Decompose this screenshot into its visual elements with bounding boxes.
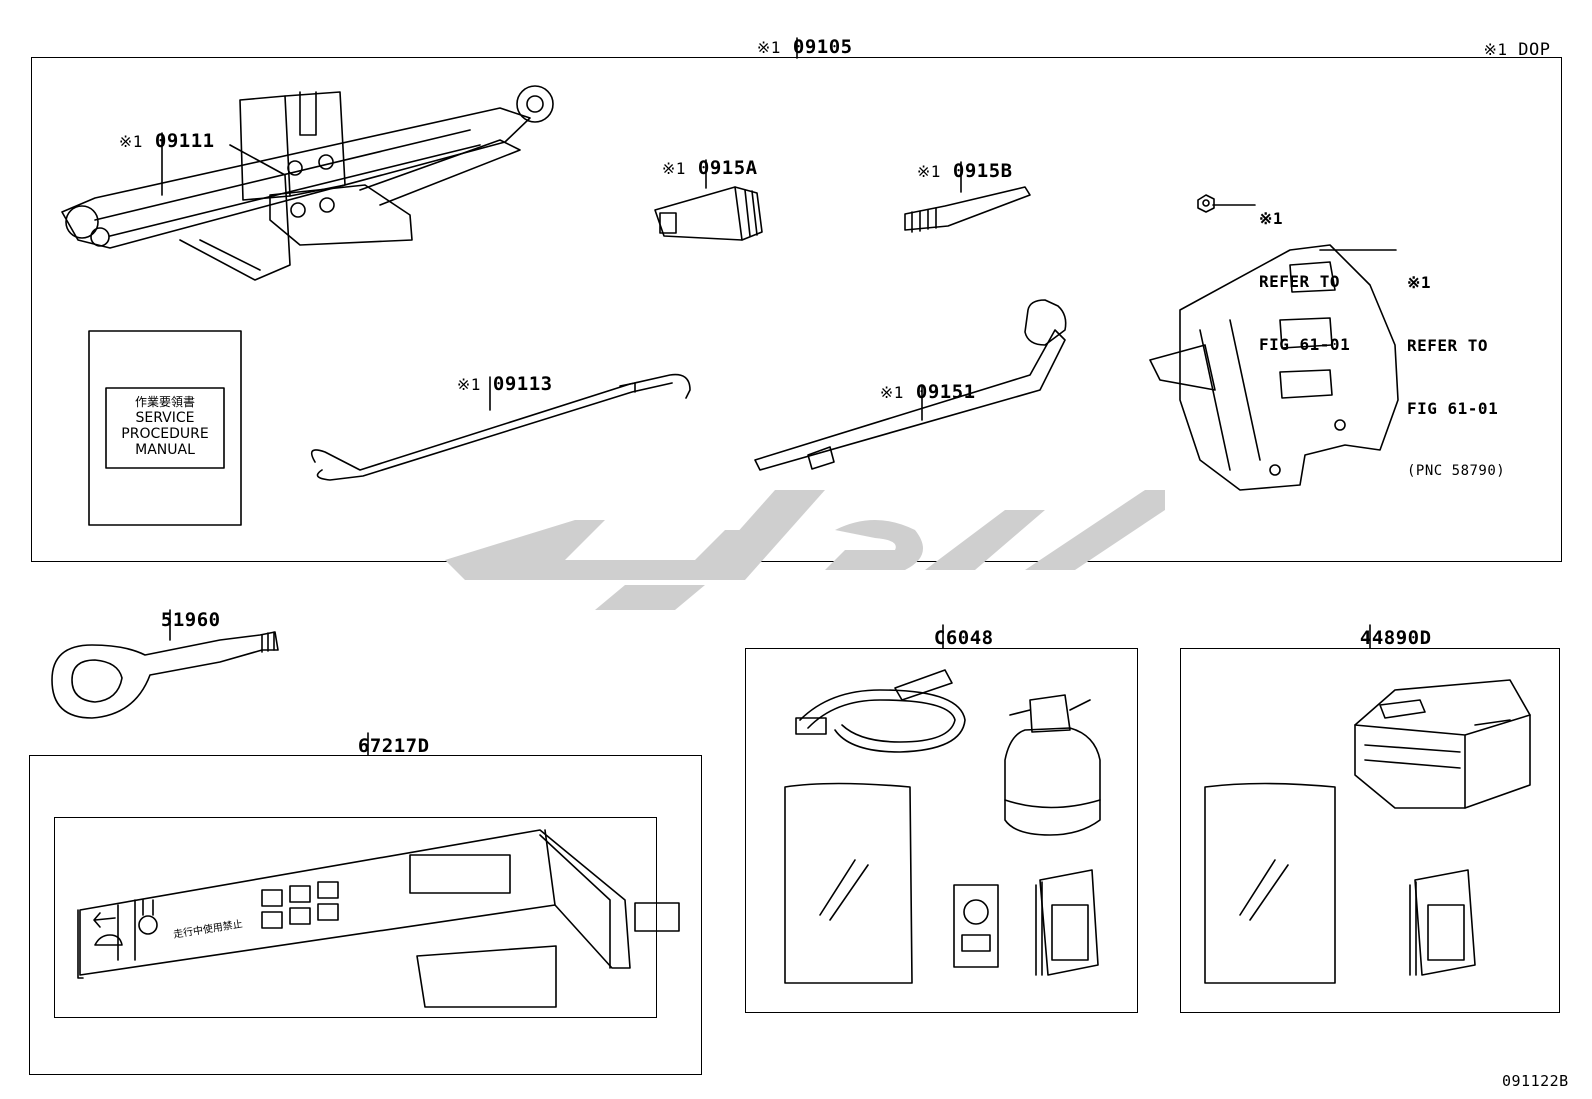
part-number: 0915B (952, 160, 1013, 182)
spare-carrier-drawing (1149, 244, 1399, 491)
refer-line-1: REFER TO (1259, 272, 1341, 291)
manual-booklet-outline (88, 330, 242, 526)
part-mark: ※1 (118, 132, 143, 151)
part-mark: ※1 (661, 159, 686, 178)
refer-line-3: (PNC 58790) (1407, 463, 1506, 479)
refer-bracket-note: ※1 REFER TO FIG 61-01 (PNC 58790) (1407, 230, 1505, 503)
part-number: 67217D (357, 735, 430, 757)
assembly-mark: ※1 (756, 38, 781, 57)
manual-cover-text: 作業要領書 SERVICE PROCEDURE MANUAL (106, 394, 224, 458)
repair-kit-box-C6048 (745, 648, 1138, 1013)
lug-wrench-drawing (754, 299, 1067, 471)
part-label-09111: ※1 09111 (95, 108, 215, 152)
part-number: 09113 (492, 373, 553, 395)
part-label-51960: 51960 (137, 587, 221, 631)
legend-mark: ※1 (1483, 40, 1508, 59)
part-number: C6048 (933, 627, 994, 649)
manual-title-line-2: PROCEDURE (121, 426, 209, 442)
manual-title-line-3: MANUAL (135, 442, 195, 458)
legend-dop: ※1 DOP (1462, 20, 1551, 60)
refer-mark: ※1 (1407, 273, 1432, 292)
adapter-a-drawing (654, 186, 763, 241)
legend-text: DOP (1518, 40, 1551, 60)
part-label-09151: ※1 09151 (856, 359, 976, 403)
inner-label-frame (54, 817, 657, 1018)
nut-drawing (1197, 194, 1215, 213)
manual-title-line-1: SERVICE (135, 410, 195, 426)
part-label-09113: ※1 09113 (433, 351, 553, 395)
part-number: 09151 (915, 381, 976, 403)
refer-line-2: FIG 61-01 (1259, 335, 1351, 354)
compressor-kit-box-44890D (1180, 648, 1560, 1013)
repair-kit-drawing (784, 669, 1101, 984)
refer-nut-note: ※1 REFER TO FIG 61-01 (1259, 166, 1350, 376)
leader-lines (161, 37, 1397, 756)
warning-label-drawing (77, 829, 680, 1008)
towing-eye-drawing (51, 631, 279, 719)
refer-line-2: FIG 61-01 (1407, 399, 1499, 418)
part-number: 09111 (154, 130, 215, 152)
manual-title-jp: 作業要領書 (134, 395, 195, 409)
assembly-label-09105: ※1 09105 (733, 14, 853, 58)
figure-code: 091122B (1502, 1072, 1569, 1090)
part-label-0915A: ※1 0915A (638, 135, 758, 179)
assembly-box-09105 (31, 57, 1562, 562)
scissor-jack-drawing (61, 85, 554, 281)
label-box-67217D (29, 755, 702, 1075)
refer-mark: ※1 (1259, 209, 1284, 228)
part-number: 51960 (160, 609, 221, 631)
watermark-logo (445, 490, 1165, 610)
compressor-kit-drawing (1204, 679, 1531, 984)
part-label-67217D: 67217D (334, 713, 430, 757)
part-label-0915B: ※1 0915B (893, 138, 1013, 182)
part-mark: ※1 (916, 162, 941, 181)
part-mark: ※1 (879, 383, 904, 402)
assembly-number: 09105 (792, 36, 853, 58)
refer-line-1: REFER TO (1407, 336, 1489, 355)
adapter-b-drawing (904, 186, 1031, 233)
part-label-44890D: 44890D (1336, 605, 1432, 649)
part-label-C6048: C6048 (910, 605, 994, 649)
manual-cover-frame (105, 387, 225, 469)
part-number: 44890D (1359, 627, 1432, 649)
part-number: 0915A (697, 157, 758, 179)
part-mark: ※1 (456, 375, 481, 394)
jack-handle-drawing (310, 373, 691, 481)
